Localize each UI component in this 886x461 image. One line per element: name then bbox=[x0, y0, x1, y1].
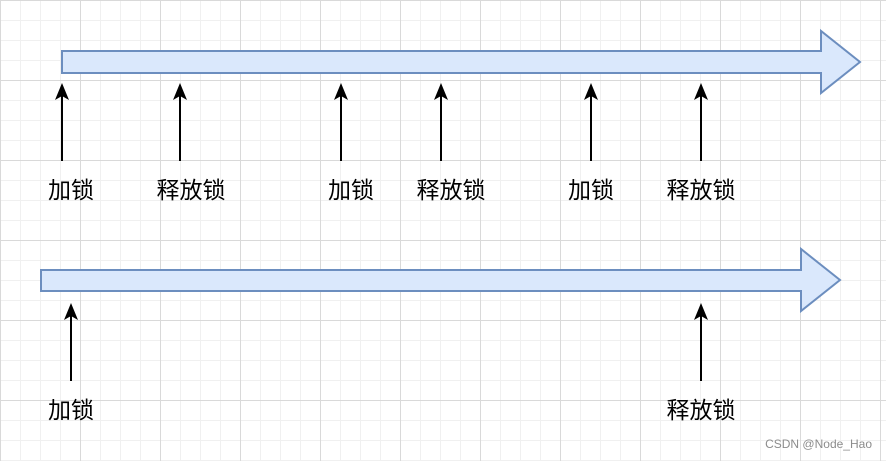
lock-acquire-label: 加锁 bbox=[48, 178, 94, 204]
timeline-arrow-1 bbox=[61, 28, 862, 96]
lock-release-arrow bbox=[694, 83, 708, 161]
timeline-arrow-2 bbox=[40, 246, 842, 314]
lock-release-label: 释放锁 bbox=[666, 178, 736, 204]
lock-acquire-arrow bbox=[55, 83, 69, 161]
lock-release-label: 释放锁 bbox=[156, 178, 226, 204]
lock-acquire-label: 加锁 bbox=[568, 178, 614, 204]
lock-acquire-label: 加锁 bbox=[48, 398, 94, 424]
lock-release-arrow bbox=[434, 83, 448, 161]
lock-release-arrow bbox=[694, 303, 708, 381]
lock-acquire-label: 加锁 bbox=[328, 178, 374, 204]
lock-release-arrow bbox=[173, 83, 187, 161]
timeline-1-markers bbox=[55, 83, 708, 161]
timeline-2-markers bbox=[64, 303, 708, 381]
lock-acquire-arrow bbox=[64, 303, 78, 381]
lock-acquire-arrow bbox=[334, 83, 348, 161]
lock-acquire-arrow bbox=[584, 83, 598, 161]
lock-release-label: 释放锁 bbox=[416, 178, 486, 204]
watermark: CSDN @Node_Hao bbox=[765, 437, 872, 451]
lock-release-label: 释放锁 bbox=[666, 398, 736, 424]
